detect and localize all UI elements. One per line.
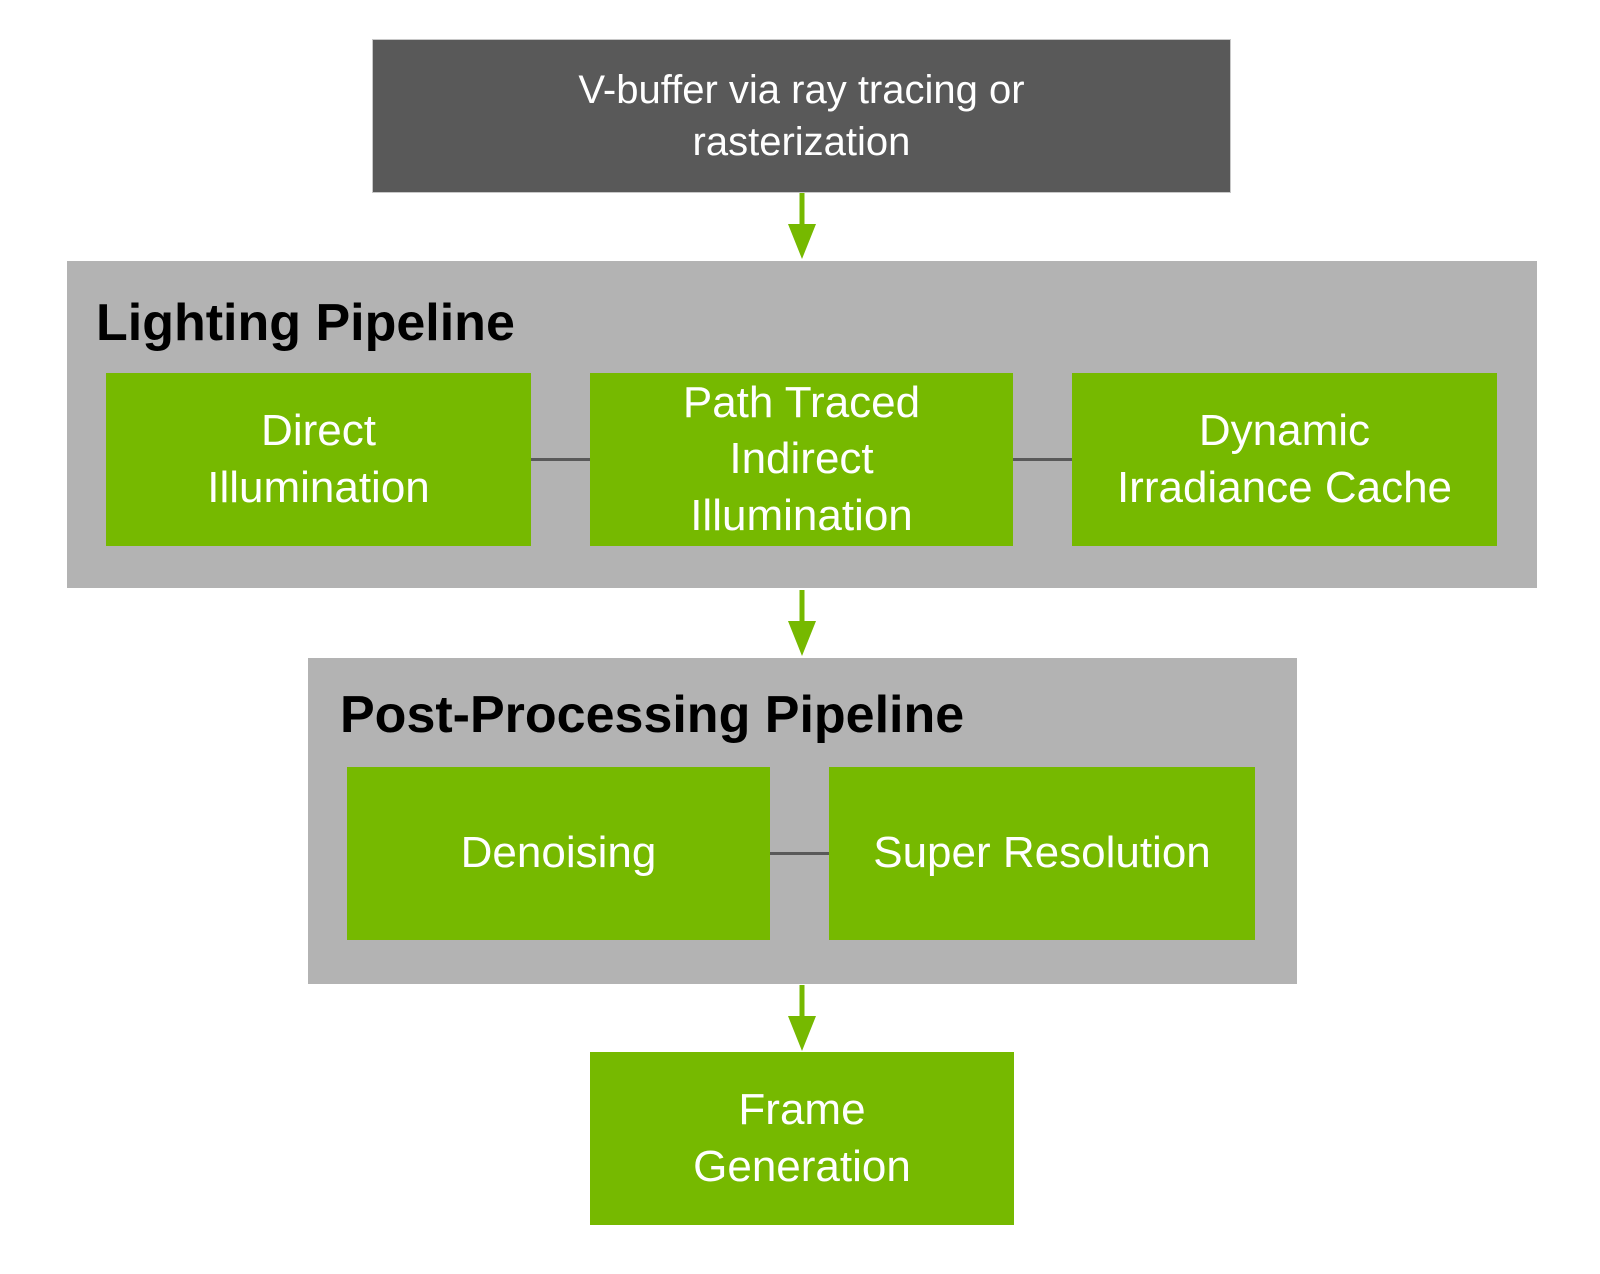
post-processing-pipeline-title: Post-Processing Pipeline — [340, 686, 965, 744]
lighting-pipeline-title: Lighting Pipeline — [96, 294, 515, 352]
arrow-down-icon — [788, 985, 816, 1051]
frame-generation-node: Frame Generation — [590, 1052, 1014, 1225]
path-traced-indirect-illumination-node: Path Traced Indirect Illumination — [590, 373, 1013, 546]
flow-arrow-down-2 — [787, 590, 817, 656]
flow-arrow-down-1 — [787, 193, 817, 259]
lighting-pipeline-container: Lighting Pipeline Direct Illumination Pa… — [67, 261, 1537, 588]
v-buffer-node: V-buffer via ray tracing or rasterizatio… — [372, 39, 1231, 193]
arrow-down-icon — [788, 590, 816, 656]
direct-illumination-node: Direct Illumination — [106, 373, 531, 546]
denoising-node: Denoising — [347, 767, 770, 940]
connector-path-to-dynamic — [1013, 458, 1072, 461]
super-resolution-node: Super Resolution — [829, 767, 1255, 940]
dynamic-irradiance-cache-node: Dynamic Irradiance Cache — [1072, 373, 1497, 546]
flow-arrow-down-3 — [787, 985, 817, 1051]
connector-direct-to-path — [531, 458, 590, 461]
post-processing-pipeline-container: Post-Processing Pipeline Denoising Super… — [308, 658, 1297, 984]
connector-denoising-to-superres — [770, 852, 829, 855]
arrow-down-icon — [788, 193, 816, 259]
